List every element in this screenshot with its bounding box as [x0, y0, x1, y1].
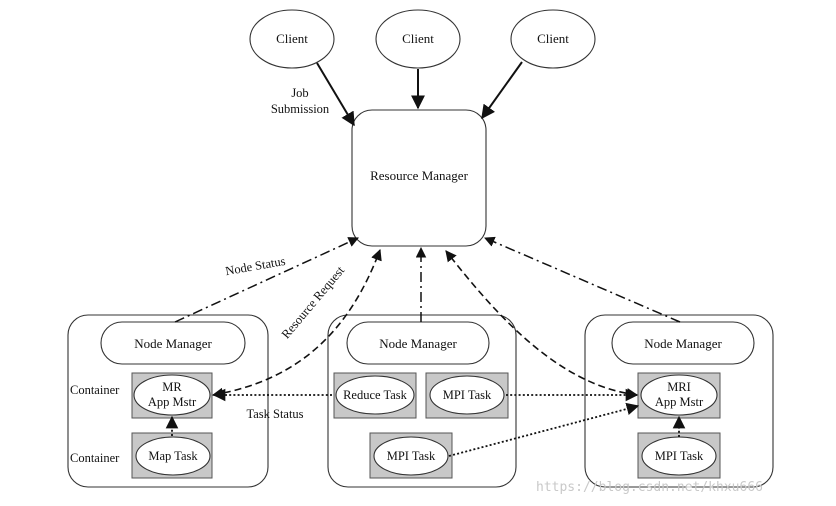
mri-app-master — [640, 374, 718, 416]
node-status-label: Node Status — [224, 254, 286, 278]
client-2-ellipse — [375, 9, 461, 69]
client-2-label: Client — [402, 31, 434, 46]
client-1-label: Client — [276, 31, 308, 46]
job-submission-arrow-1 — [316, 62, 355, 127]
mr-app-master-line1: MR — [162, 380, 182, 394]
mpi-task-1-label: MPI Task — [443, 388, 492, 402]
mr-app-master-line2: App Mstr — [148, 395, 197, 409]
resource-request-arrow-mri — [445, 250, 639, 400]
node3-mpi-task-label: MPI Task — [655, 449, 704, 463]
mri-app-master-line2: App Mstr — [655, 395, 704, 409]
node-status-arrow-3 — [484, 236, 681, 323]
mpi-task-2-label: MPI Task — [387, 449, 436, 463]
map-task-label: Map Task — [148, 449, 198, 463]
job-submission-arrow-3 — [481, 61, 523, 120]
task-status-label: Task Status — [246, 407, 303, 421]
node-manager-2-label: Node Manager — [379, 336, 457, 351]
node-manager-3-label: Node Manager — [644, 336, 722, 351]
mpi-task-2 — [373, 436, 449, 476]
resource-request-arrow-mr — [211, 248, 382, 399]
client-1-ellipse — [249, 9, 335, 69]
client-3: Client — [510, 9, 596, 69]
client-2: Client — [375, 9, 461, 69]
map-task — [135, 436, 211, 476]
resource-manager-label: Resource Manager — [370, 168, 468, 183]
client-1: Client — [249, 9, 335, 69]
reduce-task-label: Reduce Task — [343, 388, 408, 402]
client-3-ellipse — [510, 9, 596, 69]
container-label-1: Container — [70, 383, 120, 397]
resource-manager: Resource Manager — [351, 109, 487, 247]
job-submission-label-line1: Job — [291, 86, 308, 100]
mr-app-master — [133, 374, 211, 416]
node-manager-1-label: Node Manager — [134, 336, 212, 351]
container-label-2: Container — [70, 451, 120, 465]
job-submission-label-line2: Submission — [271, 102, 330, 116]
task-status-arrow-mpi-2 — [448, 402, 640, 457]
watermark: https://blog.csdn.net/khxu666 — [536, 480, 763, 495]
resource-manager-box — [351, 109, 487, 247]
client-3-label: Client — [537, 31, 569, 46]
mri-app-master-line1: MRI — [667, 380, 691, 394]
